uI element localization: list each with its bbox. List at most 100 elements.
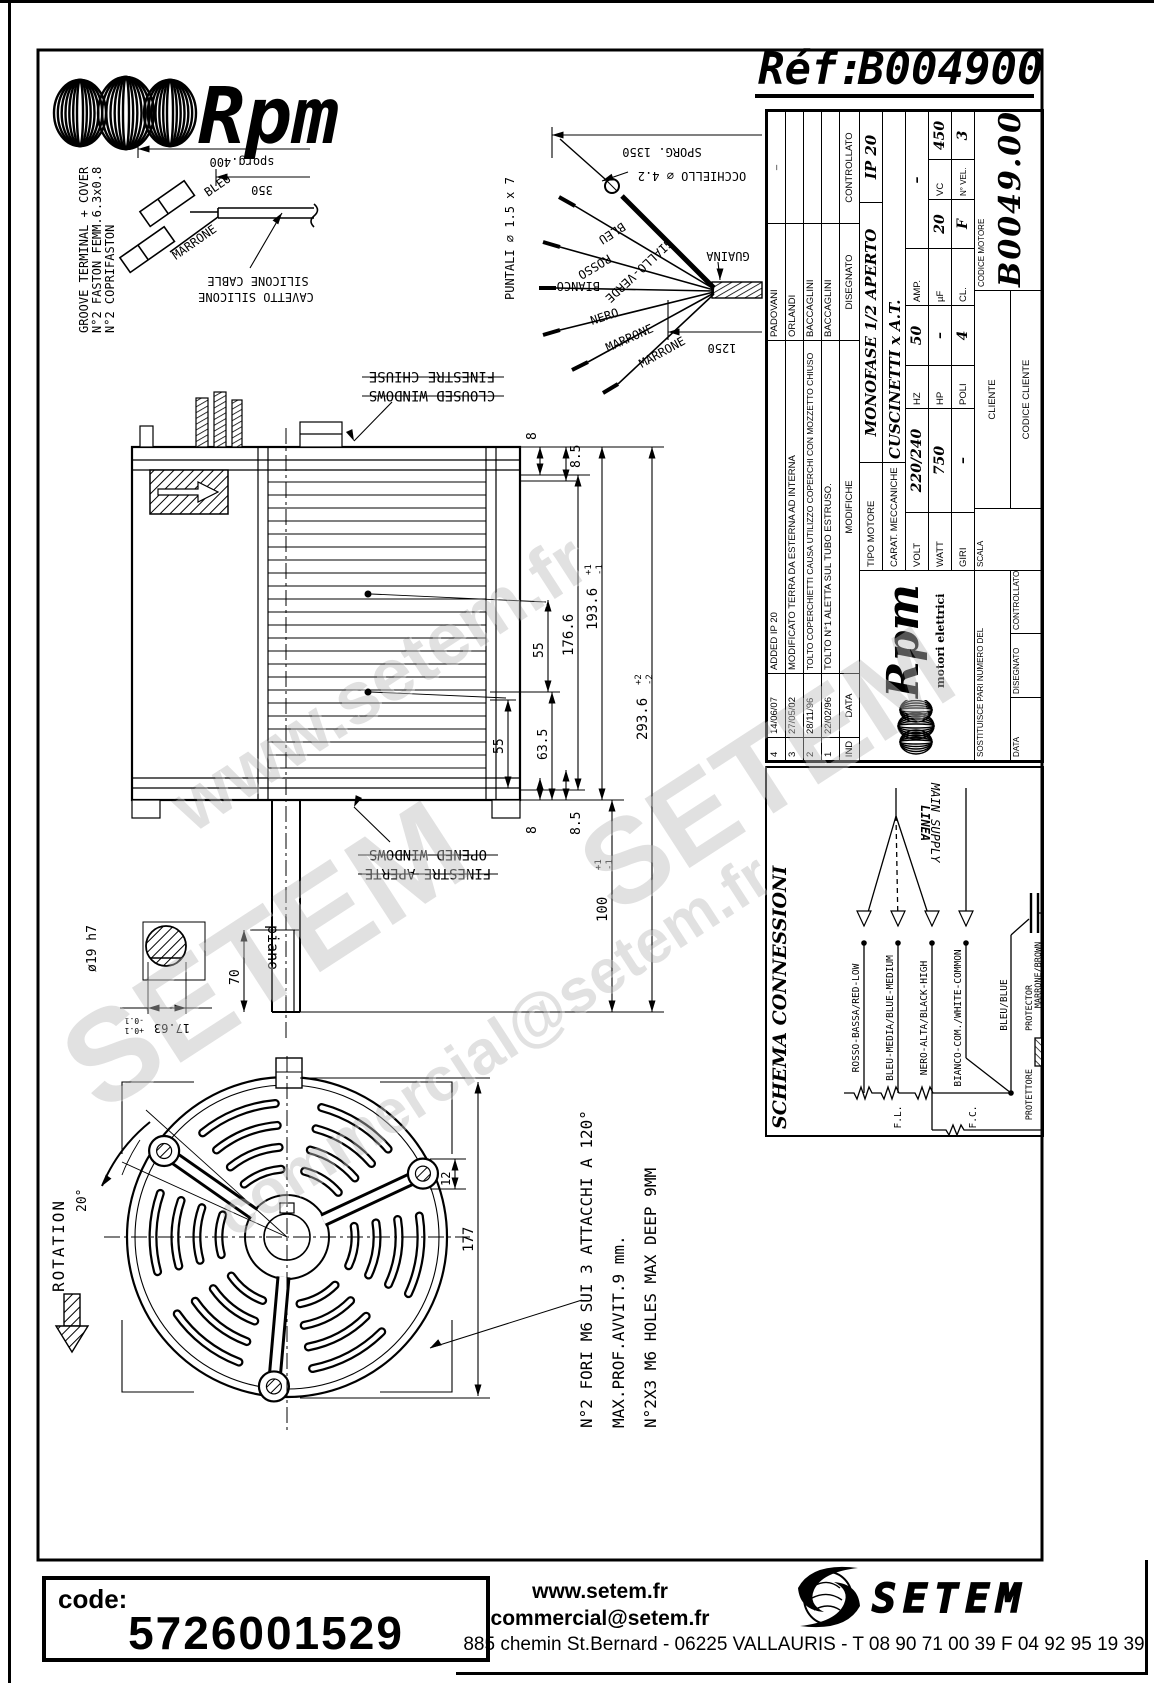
vc-label: VC: [928, 159, 952, 200]
dim-sporg1350: SPORG. 1350: [622, 145, 701, 159]
puntali-label: PUNTALI ∅ 1.5 x 7: [503, 177, 517, 300]
sheet-frame: [36, 48, 1044, 1562]
volt-value: 220/240: [905, 408, 929, 513]
disegnato-cell: DISEGNATO: [1010, 633, 1042, 698]
code-value: 5726001529: [128, 1607, 404, 1659]
dim-350: 350: [251, 183, 273, 197]
rev-date: 28/11/96: [803, 673, 822, 738]
wire-giallo-verde: GIALLO-VERDE: [603, 236, 676, 305]
linea-label: LINEA: [918, 805, 932, 841]
motor-front-view: ROTATION 20° 177 12 N°2 FORI M6 SUI 3 AT…: [49, 1056, 660, 1432]
hp-label: HP: [928, 365, 952, 409]
rpm-logo-text: Rpm: [198, 72, 339, 162]
schema-title: SCHEMA CONNESSIONI: [769, 865, 791, 1129]
wire-bleu: BLEU: [596, 219, 628, 246]
codice-cliente-cell: CODICE CLIENTE: [1010, 290, 1042, 509]
title-block-rotated: 4 14/06/07 ADDED IP 20 PADOVANI – 3 27/0…: [765, 109, 1044, 763]
tipo-motore-label: TIPO MOTORE: [859, 462, 883, 571]
footer-site[interactable]: www.setem.fr: [532, 1580, 668, 1603]
carat-value: CUSCINETTI x A.T.: [882, 111, 906, 463]
dim-sporg400: sporg.400: [209, 155, 274, 169]
rpm-logo-subtitle: motori elettrici: [934, 593, 947, 688]
rev-ind: 2: [803, 737, 822, 761]
watt-value: 750: [928, 408, 952, 513]
footer-email[interactable]: commercial@setem.fr: [490, 1607, 710, 1630]
rev-date: 27/05/02: [785, 673, 804, 738]
wire3-label: NERO-ALTA/BLACK-HIGH: [919, 961, 930, 1076]
key-tol-m: -0.1: [125, 1016, 144, 1025]
sostituisce-cell: SOSTITUISCE PARI NUMERO DEL: [974, 570, 1011, 761]
rev-header-date: DATA: [839, 673, 860, 738]
wire1-label: ROSSO-BASSA/RED-LOW: [851, 963, 862, 1072]
shaft: [271, 800, 301, 1013]
code-label: code:: [58, 1584, 128, 1614]
dim-293p6: 293.6: [635, 698, 651, 740]
ref-value: B004900: [857, 44, 1043, 95]
rev-ind: 3: [785, 737, 804, 761]
spokes: [162, 1146, 424, 1385]
dim-100-tol-m: -1: [605, 859, 615, 870]
dim-8-top: 8: [525, 432, 540, 440]
wire-nero: NERO: [589, 306, 621, 328]
ip-rating: IP 20: [859, 111, 883, 203]
footer-contacts: www.setem.fr commercial@setem.fr: [460, 1578, 740, 1632]
coil-icon: [52, 75, 198, 151]
rev-header-mod: MODIFICHE: [839, 340, 860, 674]
cl-value: F: [951, 199, 975, 249]
poli-value: 4: [951, 305, 975, 366]
rev-header-checked: CONTROLLATO: [839, 111, 860, 224]
fl-label: F.L.: [893, 1106, 904, 1129]
closed-windows-en: CLOUSED WINDOWS: [369, 387, 495, 403]
main-supply-label: MAIN SUPPLY: [928, 782, 942, 863]
dim-63p5: 63.5: [536, 729, 551, 760]
silicone-cable-label-it: CAVETTO SILICONE: [198, 290, 314, 304]
hp-value: –: [928, 305, 952, 366]
rotation-arrow-icon: [54, 1293, 90, 1354]
angle-20-label: 20°: [75, 1189, 90, 1212]
rev-checked: –: [767, 111, 786, 224]
hz-label: HZ: [905, 365, 929, 409]
note-max-prof: MAX.PROF.AVVIT.9 mm.: [609, 1235, 628, 1428]
uf-value: 20: [928, 199, 952, 249]
wire-label-bleu: BLEU: [202, 171, 234, 199]
dimension-lines: [102, 131, 724, 1399]
rev-checked: [821, 111, 840, 224]
volt-label: VOLT: [905, 512, 929, 571]
schema-connessioni: SCHEMA CONNESSIONI: [765, 766, 1044, 1137]
rev-desc: MODIFICATO TERRA DA ESTERNA AD INTERNA: [785, 340, 804, 674]
swoosh-icon: [798, 1566, 860, 1628]
wire2-label: BLEU-MEDIA/BLUE-MEDIUM: [885, 955, 896, 1081]
dim-193p6: 193.6: [585, 588, 601, 630]
setem-logo-text: SETEM: [872, 1576, 1027, 1622]
cable1-label3: N°2 COPRIFASTON: [103, 225, 117, 333]
wire4-label: BIANCO-COM./WHITE-COMMON: [953, 949, 964, 1087]
note-fori-m6: N°2 FORI M6 SUI 3 ATTACCHI A 120°: [577, 1110, 596, 1428]
mounting-bosses: [148, 1134, 440, 1403]
rev-date: 22/02/96: [821, 673, 840, 738]
motor-side-view: FINESTRE CHIUSE CLOUSED WINDOWS FINESTRE…: [85, 368, 655, 1040]
rev-checked: [785, 111, 804, 224]
dim-55-bottom: 55: [492, 738, 507, 754]
protector-label: PROTECTOR: [1025, 984, 1035, 1031]
dim-176p6: 176.6: [561, 614, 577, 656]
direction-arrow-icon: [157, 481, 220, 503]
title-block: 4 14/06/07 ADDED IP 20 PADOVANI – 3 27/0…: [765, 109, 1044, 763]
titleblock-logo-cell: Rpm motori elettrici: [859, 570, 975, 761]
rev-ind: 1: [821, 737, 840, 761]
silicone-cable-label-en: SILICONE CABLE: [207, 274, 308, 288]
protector-box: [1034, 1037, 1041, 1067]
wire-bianco: BIANCO: [557, 279, 600, 293]
setem-logo: SETEM: [798, 1566, 1027, 1628]
nvel-value: 3: [951, 111, 975, 160]
rpm-logo: Rpm: [52, 72, 339, 162]
amp-label: AMP.: [905, 248, 929, 306]
tipo-motore-value: MONOFASE 1/2 APERTO: [859, 202, 883, 463]
shaft-diameter-label: ø19 h7: [85, 925, 100, 972]
guaina-label: GUAINA: [706, 249, 750, 263]
terminal-tabs: [131, 391, 521, 819]
footer-rule: [456, 1672, 1148, 1675]
vc-value: 450: [928, 111, 952, 160]
